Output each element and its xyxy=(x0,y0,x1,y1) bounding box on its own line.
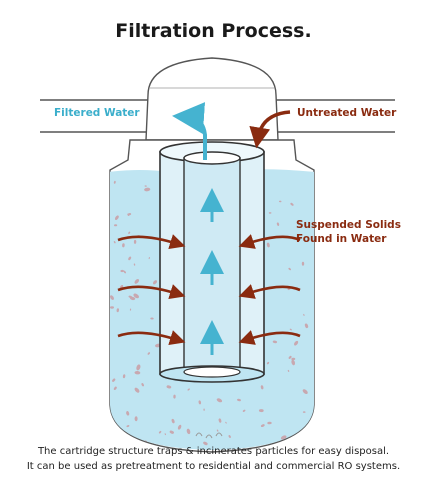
particle xyxy=(116,308,120,313)
particle xyxy=(303,313,305,316)
caption-line1: The cartridge structure traps & incinera… xyxy=(37,446,390,457)
particle xyxy=(127,213,130,216)
particle xyxy=(258,409,264,413)
particle xyxy=(216,398,223,403)
particle xyxy=(301,261,305,266)
particle xyxy=(294,340,299,346)
particle xyxy=(113,180,116,184)
inward-flow-arrows xyxy=(117,234,301,346)
suspended-solids-line1: Suspended Solids xyxy=(296,219,401,231)
suspended-particles xyxy=(110,180,309,447)
particle xyxy=(287,369,290,372)
particle xyxy=(148,257,150,260)
particle xyxy=(133,239,137,244)
particle xyxy=(203,441,208,446)
caption: The cartridge structure traps & incinera… xyxy=(0,444,427,474)
particle xyxy=(120,269,124,273)
particle xyxy=(268,212,272,214)
outlet-flow-arrow xyxy=(172,102,207,160)
particle xyxy=(164,433,166,436)
particle xyxy=(128,231,131,234)
diagram-title: Filtration Process. xyxy=(115,20,312,42)
particle xyxy=(267,421,272,425)
particle xyxy=(186,428,191,435)
particle xyxy=(128,256,132,261)
particle xyxy=(276,222,280,226)
suspended-solids-label: Suspended Solids Found in Water xyxy=(296,218,401,246)
particle xyxy=(218,418,222,423)
particle xyxy=(225,421,227,424)
particle xyxy=(136,364,141,371)
particle xyxy=(288,355,292,359)
particle xyxy=(110,295,114,300)
particle xyxy=(280,435,287,440)
particle xyxy=(304,323,309,329)
particle xyxy=(144,185,147,187)
particle xyxy=(110,438,115,443)
particle xyxy=(228,435,231,438)
particle xyxy=(260,424,265,427)
particle xyxy=(173,394,176,399)
particle xyxy=(133,293,139,299)
filtered-water-label: Filtered Water xyxy=(54,107,140,119)
particle xyxy=(141,383,144,387)
particle xyxy=(278,200,282,203)
particle xyxy=(126,425,130,428)
suspended-solids-line2: Found in Water xyxy=(296,233,387,245)
particle xyxy=(203,408,205,411)
particle xyxy=(272,340,278,344)
particle xyxy=(152,280,158,285)
particle xyxy=(169,430,174,434)
particle xyxy=(113,241,116,244)
particle xyxy=(122,374,126,379)
particle xyxy=(123,270,126,274)
particle xyxy=(134,370,141,375)
untreated-water-label: Untreated Water xyxy=(297,107,397,119)
particle xyxy=(237,398,241,402)
particle xyxy=(290,202,294,206)
particle xyxy=(150,317,154,320)
particle xyxy=(302,389,308,394)
particle xyxy=(110,306,114,309)
particle xyxy=(260,385,264,390)
particle xyxy=(158,430,162,434)
particle xyxy=(126,413,129,415)
particle xyxy=(291,359,296,366)
particle xyxy=(128,295,133,298)
particle xyxy=(288,267,291,271)
particle xyxy=(266,242,270,248)
particle xyxy=(122,243,125,248)
particle xyxy=(114,224,118,227)
particle xyxy=(133,263,136,266)
housing-cap xyxy=(145,57,279,141)
inlet-flow-arrow xyxy=(249,110,291,149)
particle xyxy=(134,416,138,422)
bowl-bottom-bumps xyxy=(195,432,223,439)
particle xyxy=(216,429,219,432)
particle xyxy=(291,357,296,361)
caption-line2: It can be used as pretreatment to reside… xyxy=(26,461,401,472)
particle xyxy=(171,418,175,424)
particle xyxy=(302,411,306,413)
particle xyxy=(166,385,172,389)
particle xyxy=(112,378,116,382)
particle xyxy=(114,215,119,220)
particle xyxy=(266,361,270,365)
particle xyxy=(242,409,246,412)
particle xyxy=(187,388,190,391)
particle xyxy=(113,386,117,390)
particle xyxy=(177,424,182,430)
particle xyxy=(147,352,151,355)
particle xyxy=(198,400,202,405)
particle xyxy=(134,387,140,393)
particle xyxy=(129,308,132,311)
particle xyxy=(289,328,292,331)
particle xyxy=(144,187,151,192)
particle xyxy=(134,279,140,284)
